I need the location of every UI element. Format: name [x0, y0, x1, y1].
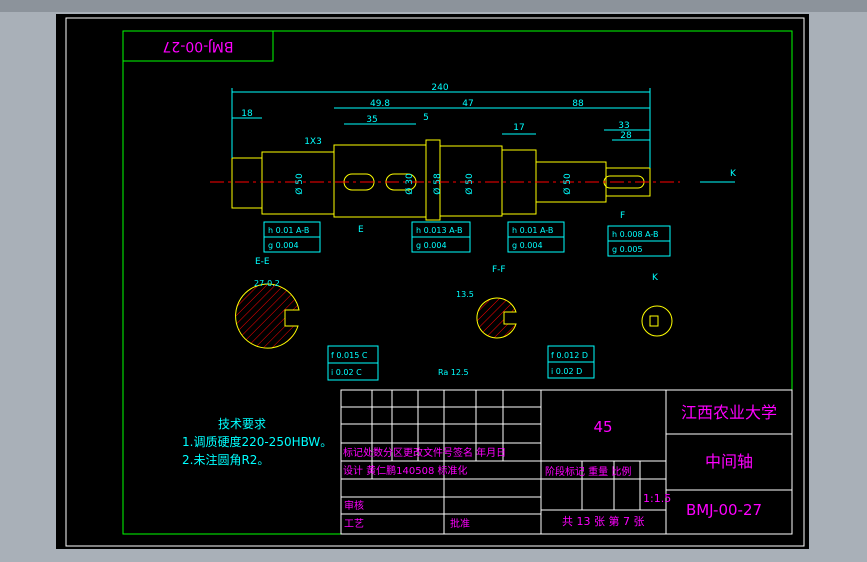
surface-finish-note: Ra 12.5 — [438, 368, 469, 377]
section-label-e: E — [358, 225, 364, 235]
tol6a: f 0.012 D — [551, 351, 588, 360]
tb-row-headers: 标记处数分区更改文件号签名 年月日 — [343, 446, 506, 459]
drawing-number-box — [122, 30, 274, 62]
section-label-f: F — [620, 211, 625, 221]
tech-heading: 技术要求 — [218, 417, 266, 431]
tb-drawing-no: BMJ-00-27 — [686, 501, 762, 519]
tol2a: h 0.013 A-B — [416, 226, 462, 235]
tb-part-name: 中间轴 — [705, 452, 753, 471]
technical-requirements: 技术要求 1.调质硬度220-250HBW。 2.未注圆角R2。 — [182, 417, 332, 467]
tech-line1: 1.调质硬度220-250HBW。 — [182, 434, 332, 449]
tol4a: h 0.008 A-B — [612, 230, 658, 239]
tb-process: 工艺 — [344, 518, 364, 530]
dim-overall: 240 — [431, 83, 448, 93]
tb-school: 江西农业大学 — [681, 403, 777, 422]
section-ee-label: E-E — [255, 257, 270, 267]
dim-phi-d: Ø 50 — [464, 173, 475, 195]
dim-phi-a: Ø 50 — [294, 173, 305, 195]
tb-material: 45 — [593, 418, 612, 436]
dim-47: 47 — [462, 99, 473, 109]
section-ee: E-E 27-0.2 — [235, 257, 300, 349]
view-k: K — [641, 273, 673, 337]
tol2b: g 0.004 — [416, 241, 447, 250]
tol5b: i 0.02 C — [331, 368, 362, 377]
dim-88: 88 — [572, 99, 584, 109]
tol1a: h 0.01 A-B — [268, 226, 309, 235]
dim-chamfer: 1X3 — [304, 137, 322, 147]
tol1b: g 0.004 — [268, 241, 299, 250]
view-label-k: K — [730, 169, 737, 179]
tb-scale: 1:1.5 — [643, 492, 671, 505]
title-block — [340, 389, 793, 535]
tol5a: f 0.015 C — [331, 351, 368, 360]
tolerance-frames — [263, 221, 671, 381]
tb-check: 审核 — [344, 499, 364, 512]
dimension-lines — [231, 88, 735, 183]
dim-28: 28 — [620, 131, 632, 141]
section-ff-dim: 13.5 — [456, 290, 474, 299]
outer-border — [65, 17, 805, 547]
tolerance-values: h 0.01 A-B g 0.004 h 0.013 A-B g 0.004 h… — [268, 226, 658, 377]
dimension-text: 240 18 49.8 35 5 47 17 88 33 28 1X3 Ø 50… — [241, 83, 737, 235]
dim-18: 18 — [241, 109, 253, 119]
window-top-bar — [0, 0, 867, 12]
dim-33: 33 — [618, 121, 629, 131]
tol3a: h 0.01 A-B — [512, 226, 553, 235]
view-k-label: K — [652, 273, 659, 283]
section-ff: F-F 13.5 — [456, 265, 517, 339]
tol3b: g 0.004 — [512, 241, 543, 250]
section-ee-dim: 27-0.2 — [254, 279, 280, 288]
tb-design-row: 设计 黄仁鹏140508 标准化 — [343, 464, 468, 477]
title-block-text: 45 江西农业大学 中间轴 BMJ-00-27 标记处数分区更改文件号签名 年月… — [343, 403, 777, 530]
tech-line2: 2.未注圆角R2。 — [182, 452, 269, 467]
dim-phi-c: Ø 58 — [432, 173, 443, 195]
shaft-main-view — [231, 139, 651, 221]
tb-stage-headers: 阶段标记 重量 比例 — [545, 465, 631, 478]
drawing-number-rotated: BMJ-00-27 — [162, 38, 233, 54]
section-ff-label: F-F — [492, 265, 506, 275]
tol4b: g 0.005 — [612, 245, 643, 254]
drawing-sheet — [56, 14, 809, 549]
dim-49: 49.8 — [370, 99, 390, 109]
tol6b: i 0.02 D — [551, 367, 582, 376]
dim-5: 5 — [423, 113, 429, 123]
dim-phi-b: Ø 30 — [404, 173, 415, 195]
tb-approve: 批准 — [450, 517, 470, 530]
dim-phi-e: Ø 50 — [562, 173, 573, 195]
dim-17: 17 — [513, 123, 524, 133]
tb-sheets: 共 13 张 第 7 张 — [562, 514, 644, 528]
dim-35: 35 — [366, 115, 377, 125]
